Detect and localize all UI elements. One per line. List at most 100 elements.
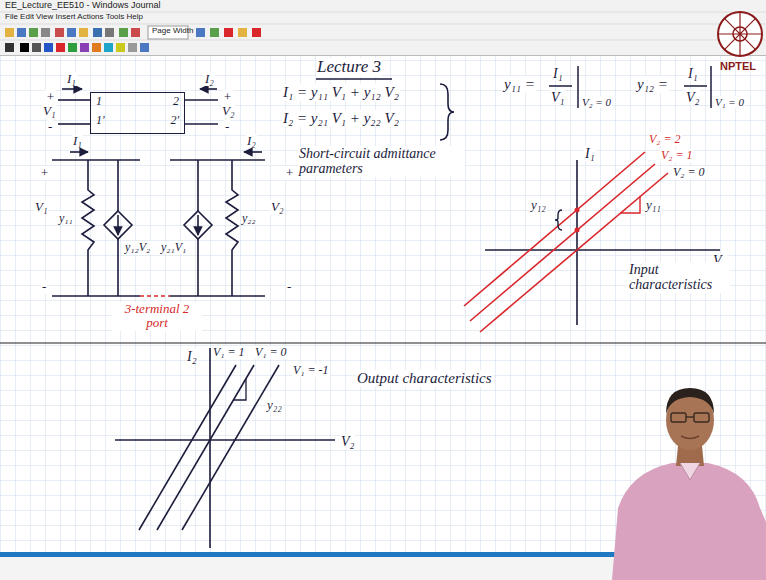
equivalent-circuit-part (244, 151, 262, 153)
nptel-logo-part (718, 12, 762, 56)
formula-text: V₂ = 0 (581, 96, 612, 108)
lecturer-video-part (681, 436, 699, 439)
plot-caption: Output characteristics (356, 370, 493, 387)
input-characteristics-plot-part (575, 208, 580, 213)
two-port-wires-part (185, 99, 218, 101)
input-characteristics-plot-part (555, 210, 562, 230)
toolbar-part (116, 43, 125, 52)
circuit-label: I₂ (246, 134, 257, 148)
port-label: + (45, 90, 56, 104)
toolbar-part (238, 28, 247, 37)
toolbar-part (17, 28, 26, 37)
formula-text: V₁ (550, 90, 565, 105)
equivalent-circuit-part (184, 211, 212, 239)
port-label: I₁ (66, 72, 77, 86)
formula-text: I₁ (552, 66, 564, 81)
equation: I₂ = y₂₁ V₁ + y₂₂ V₂ (282, 110, 400, 127)
circuit-label: - (41, 280, 47, 294)
definition-bars-part (577, 66, 579, 108)
toolbar-part (0, 40, 766, 41)
equivalent-circuit-part (140, 295, 170, 297)
circuit-label: y₁₁ (58, 212, 74, 225)
page-ground-part (0, 56, 766, 580)
toolbar-part (68, 43, 77, 52)
curve-label: V₂ = 2 (648, 133, 682, 146)
formula-text: V₁ = 0 (714, 96, 745, 108)
definition-bars-part (684, 85, 707, 87)
page-ground (0, 56, 766, 580)
input-characteristics-plot-part (575, 228, 580, 233)
toolbar-part (140, 43, 149, 52)
toolbar-part (56, 43, 65, 52)
output-characteristics-plot-part (209, 348, 211, 548)
equivalent-circuit-part (170, 295, 265, 297)
axis-label: I₂ (186, 349, 198, 364)
terminal-number: 1' (96, 114, 105, 127)
title-underline (316, 79, 392, 80)
axis-label: I₁ (584, 146, 596, 161)
equivalent-circuit-part (52, 295, 140, 297)
toolbar-part (105, 28, 114, 37)
slope-label: y₂₂ (266, 398, 283, 412)
port-label: I₂ (204, 72, 215, 86)
window-title: EE_Lecture_EE510 - Windows Journal (4, 1, 162, 11)
slope-label: y₁₁ (645, 198, 662, 212)
circuit-label: V₁ (34, 200, 48, 214)
two-port-wires-part (185, 123, 218, 125)
lecturer-video-part (612, 463, 766, 580)
lecturer-video-part (666, 388, 714, 414)
toolbar-part (128, 43, 137, 52)
equivalent-circuit-part (52, 159, 140, 161)
toolbar-part (44, 43, 53, 52)
toolbar-part (41, 28, 50, 37)
toolbar-part (104, 43, 113, 52)
toolbar-part (93, 28, 102, 37)
toolbar-part (0, 24, 766, 25)
two-port-box: 11'22' (90, 92, 185, 134)
lecturer-video-part (694, 413, 709, 422)
toolbar-part (92, 43, 101, 52)
toolbar-part (55, 28, 64, 37)
lecturer-video-part (671, 413, 686, 422)
equation: I₁ = y₁₁ V₁ + y₁₂ V₂ (282, 84, 400, 101)
circuit-label: y₂₁V₁ (160, 241, 187, 254)
input-characteristics-plot (464, 152, 720, 332)
toolbar-part (67, 28, 76, 37)
definition-bars (549, 66, 711, 108)
equivalent-circuit-part (197, 160, 199, 296)
curve-label: V₁ = 1 (212, 346, 246, 359)
curve-label: V₁ = 0 (254, 346, 288, 359)
terminal-number: 2 (173, 95, 179, 108)
curve-label: V₂ = 0 (672, 166, 706, 179)
input-characteristics-plot-part (470, 164, 655, 321)
toolbar-part (224, 28, 233, 37)
circuit-label: y₁₂V₂ (124, 241, 151, 254)
circuit-label: V₂ (270, 200, 284, 214)
equivalent-circuit-part (82, 160, 94, 296)
note-text: Short-circuit admittance parameters (298, 146, 465, 177)
equivalent-circuit-part (170, 159, 265, 161)
equivalent-circuit-part (104, 211, 132, 239)
toolbar-part (131, 28, 140, 37)
equivalent-circuit-part (226, 160, 238, 296)
toolbar-part (210, 28, 219, 37)
toolbar-part (252, 28, 261, 37)
curve-label: V₁ = -1 (292, 364, 330, 377)
port-label: V₁ (42, 104, 56, 118)
output-characteristics-plot-part (234, 379, 246, 400)
equivalent-circuit-part (117, 215, 119, 235)
axis-label: V₂ (340, 434, 355, 449)
lecturer-video-part (680, 463, 700, 480)
circuit-label: + (284, 166, 295, 180)
terminal-number: 1 (96, 95, 102, 108)
lecturer-video-part (686, 416, 694, 417)
logo-text: NPTEL (719, 60, 757, 72)
input-characteristics-plot-part (480, 173, 668, 332)
two-port-wires-part (62, 88, 82, 90)
definition-bars-part (710, 66, 712, 108)
output-characteristics-plot (115, 348, 335, 548)
formula-text: I₁ (687, 66, 699, 81)
output-characteristics-plot-part (182, 365, 279, 530)
port-label: V₂ (221, 104, 235, 118)
formula-text: y₁₁ = (503, 76, 536, 93)
